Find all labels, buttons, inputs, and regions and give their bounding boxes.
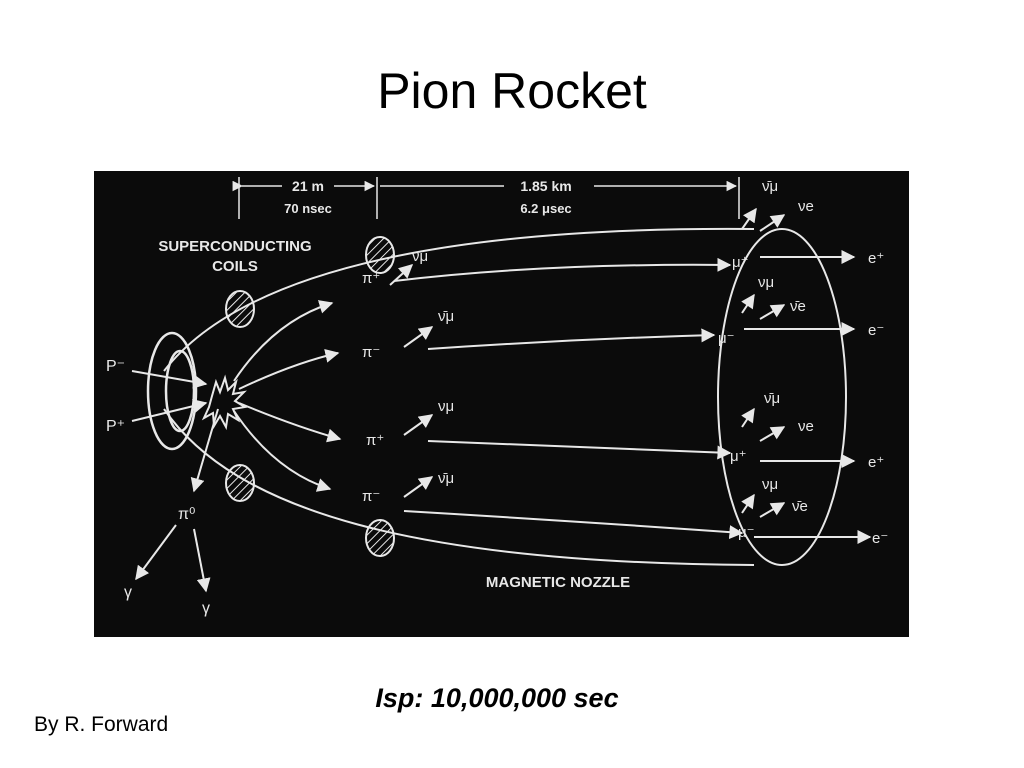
e-minus-label-2: e⁻ (872, 530, 888, 547)
mu-minus-label-1: μ⁻ (718, 330, 735, 347)
nu-e-label-2: νe (798, 418, 814, 435)
muon-decay-arrows (741, 207, 872, 544)
magnetic-nozzle-outline (163, 227, 847, 566)
e-plus-label-2: e⁺ (868, 454, 884, 471)
pi-minus-label-1: π⁻ (362, 344, 380, 361)
dimension-2-length: 1.85 km (520, 178, 571, 194)
nu-mu-label-2: νμ (438, 398, 454, 415)
e-plus-label-1: e⁺ (868, 250, 884, 267)
gamma-label-1: γ (124, 584, 132, 601)
pi-plus-label-2: π⁺ (366, 432, 384, 449)
superconducting-coils (225, 236, 395, 557)
neutral-pion-arrows (135, 408, 219, 593)
nu-e-label-1: νe (798, 198, 814, 215)
mu-minus-label-2: μ⁻ (738, 524, 755, 541)
collision-burst (201, 374, 248, 431)
dimension-1-time: 70 nsec (284, 201, 332, 216)
coils-label-line2: COILS (212, 258, 258, 275)
nu-e-bar-label-2: ν̄e (792, 498, 808, 515)
pion-rocket-diagram: 21 m 70 nsec 1.85 km 6.2 μsec SUPERCONDU… (94, 171, 909, 637)
dimension-1-length: 21 m (292, 178, 324, 194)
p-plus-label: P⁺ (106, 418, 125, 435)
nu-mu-label-4: νμ (762, 476, 778, 493)
mu-plus-label-1: μ⁺ (732, 254, 749, 271)
muon-track-arrows (389, 257, 744, 540)
pi-plus-label-1: π⁺ (362, 270, 380, 287)
charged-pion-arrows (233, 300, 342, 492)
nu-mu-bar-label-4: ν̄μ (764, 390, 780, 407)
nu-mu-label-3: νμ (758, 274, 774, 291)
nu-mu-bar-label-3: ν̄μ (762, 178, 778, 195)
nu-mu-bar-label-1: ν̄μ (438, 308, 454, 325)
isp-caption: Isp: 10,000,000 sec (375, 683, 619, 713)
nu-e-bar-label-1: ν̄e (790, 298, 806, 315)
coils-label-line1: SUPERCONDUCTING (158, 238, 311, 255)
gamma-label-2: γ (202, 600, 210, 617)
mu-plus-label-2: μ⁺ (730, 448, 747, 465)
author-credit: By R. Forward (34, 713, 169, 736)
e-minus-label-1: e⁻ (868, 322, 884, 339)
dimension-markers (232, 177, 740, 219)
p-minus-label: P⁻ (106, 358, 125, 375)
dimension-2-time: 6.2 μsec (520, 201, 571, 216)
incoming-proton-arrows (131, 370, 208, 422)
pi-minus-label-2: π⁻ (362, 488, 380, 505)
slide-title: Pion Rocket (377, 63, 647, 119)
nu-mu-bar-label-2: ν̄μ (438, 470, 454, 487)
source-ring (146, 331, 198, 451)
pi-zero-label: π⁰ (178, 506, 195, 523)
diagram-svg: 21 m 70 nsec 1.85 km 6.2 μsec SUPERCONDU… (106, 177, 888, 617)
nu-mu-label-1: νμ (412, 248, 428, 265)
magnetic-nozzle-label: MAGNETIC NOZZLE (486, 574, 630, 591)
